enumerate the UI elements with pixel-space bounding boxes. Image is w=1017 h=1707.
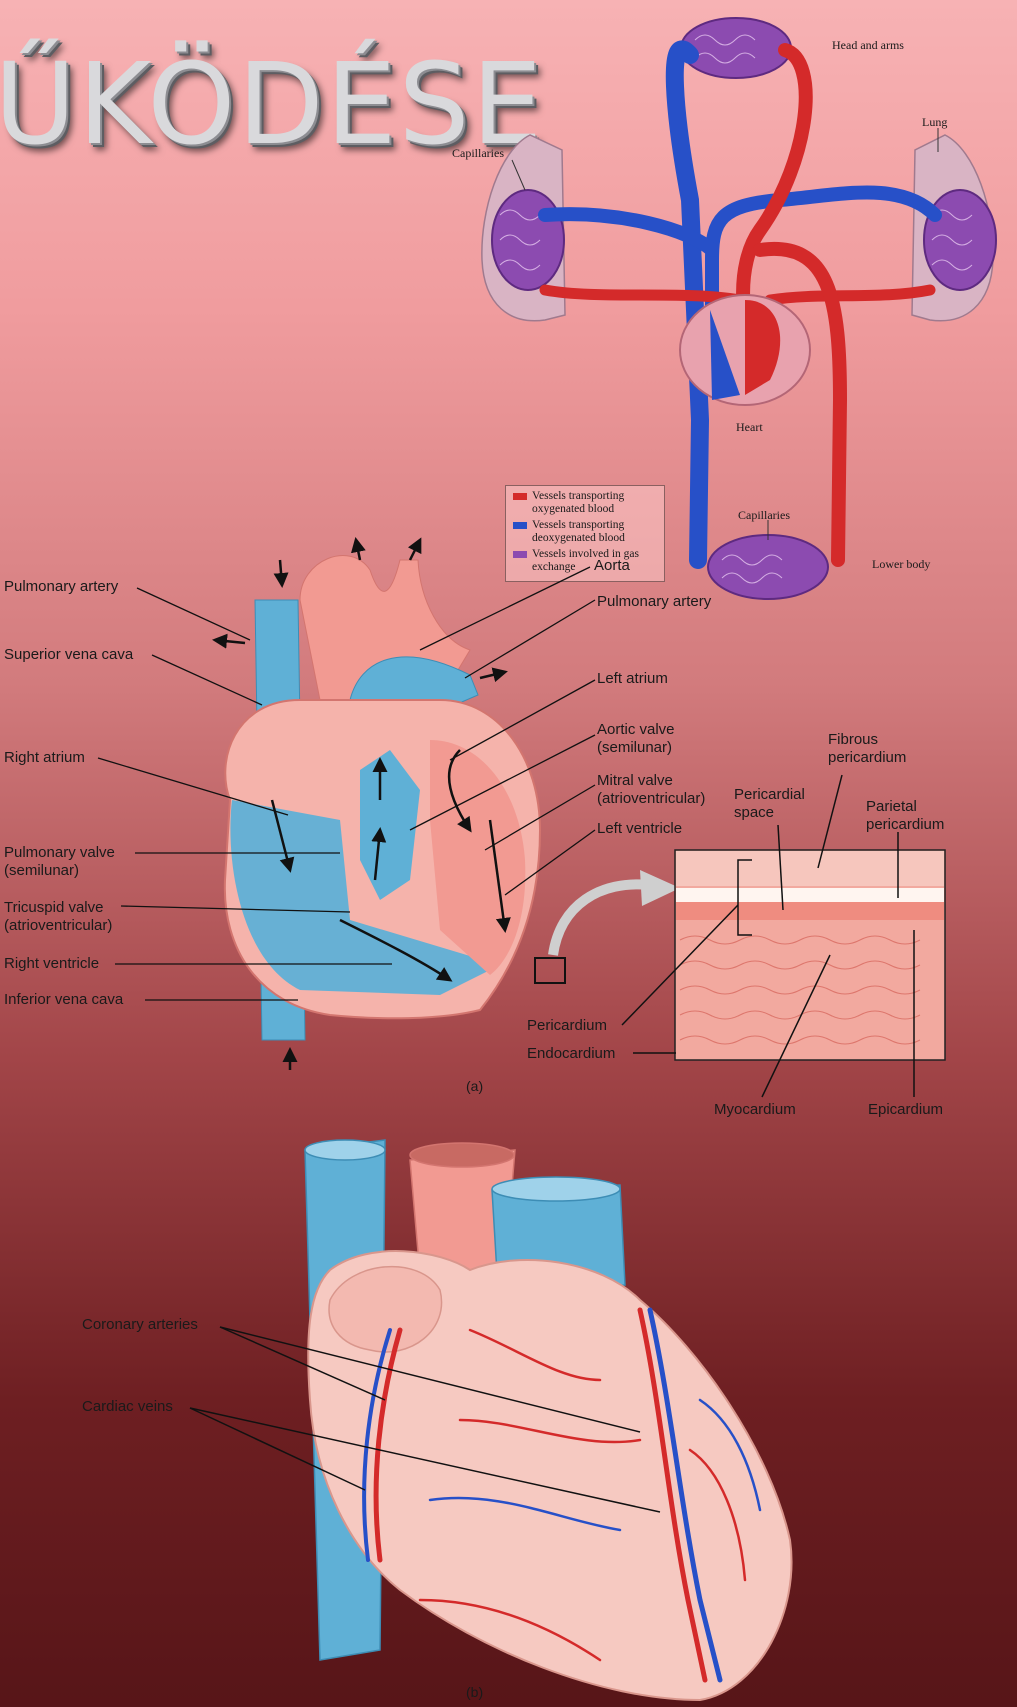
label-lung: Lung <box>922 115 948 129</box>
label-right-atrium: Right atrium <box>4 749 85 766</box>
magnify-arrow <box>548 879 651 956</box>
legend-swatch-gas-exchange <box>513 551 527 558</box>
label-coronary-arteries: Coronary arteries <box>82 1316 198 1333</box>
caption-b: (b) <box>466 1684 484 1700</box>
legend-item: Vessels transporting deoxygenated blood <box>511 519 659 545</box>
label-heart: Heart <box>736 420 763 434</box>
legend-item: Vessels involved in gas exchange <box>511 548 659 574</box>
label-capillaries-bottom: Capillaries <box>738 508 790 522</box>
heart-right-side <box>710 310 740 400</box>
label-parietal-pericardium: Parietal pericardium <box>866 798 945 833</box>
legend-label: Vessels involved in gas exchange <box>532 548 640 573</box>
label-left-atrium: Left atrium <box>597 670 668 687</box>
circulation-diagram <box>481 17 997 600</box>
descending-aorta-vessel <box>753 241 848 567</box>
label-pericardium: Pericardium <box>527 1017 608 1034</box>
right-chambers <box>230 800 500 995</box>
legend-swatch-oxygenated <box>513 493 527 500</box>
label-superior-vena-cava: Superior vena cava <box>4 646 134 663</box>
legend-item: Vessels transporting oxygenated blood <box>511 490 659 516</box>
label-pulmonary-artery-left: Pulmonary artery <box>4 578 119 595</box>
vena-cava-vessel <box>665 40 710 569</box>
pulmonary-vein-left-vessel <box>539 284 746 306</box>
heart-exterior <box>307 1250 793 1702</box>
pulmonary-artery-left-vessel <box>538 207 719 257</box>
label-myocardium: Myocardium <box>714 1101 796 1118</box>
circulation-legend: Vessels transporting oxygenated blood Ve… <box>505 485 665 582</box>
label-capillaries-top: Capillaries <box>452 146 504 160</box>
label-pericardial-space: Pericardial space <box>734 786 805 821</box>
label-epicardium: Epicardium <box>868 1101 944 1118</box>
label-left-ventricle: Left ventricle <box>597 820 683 837</box>
heart-section-diagram <box>97 537 946 1098</box>
label-aortic-valve: Aortic valve (semilunar) <box>597 721 675 756</box>
label-cardiac-veins: Cardiac veins <box>82 1398 173 1415</box>
right-auricle <box>328 1265 443 1353</box>
label-lower-body: Lower body <box>872 557 931 571</box>
label-mitral-valve: Mitral valve (atrioventricular) <box>597 772 706 807</box>
page-title: ŰKÖDÉSE <box>0 40 545 170</box>
pulmonary-vein-right-vessel <box>764 284 936 306</box>
label-aorta: Aorta <box>594 557 630 574</box>
magnify-box <box>534 957 566 984</box>
label-pulmonary-valve: Pulmonary valve (semilunar) <box>4 844 115 879</box>
label-head-and-arms: Head and arms <box>832 38 904 52</box>
legend-swatch-deoxygenated <box>513 522 527 529</box>
label-tricuspid-valve: Tricuspid valve (atrioventricular) <box>4 899 113 934</box>
legend-label: Vessels transporting oxygenated blood <box>532 490 625 515</box>
label-endocardium: Endocardium <box>527 1045 616 1062</box>
right-outflow-tract <box>360 750 420 900</box>
coronary-vessels <box>362 1307 762 1683</box>
legend-label: Vessels transporting deoxygenated blood <box>532 519 625 544</box>
label-pulmonary-artery-right: Pulmonary artery <box>597 593 712 610</box>
label-fibrous-pericardium: Fibrous pericardium <box>828 731 907 766</box>
label-inferior-vena-cava: Inferior vena cava <box>4 991 124 1008</box>
heart-left-side <box>745 300 781 395</box>
label-right-ventricle: Right ventricle <box>4 955 100 972</box>
caption-a: (a) <box>466 1078 484 1094</box>
